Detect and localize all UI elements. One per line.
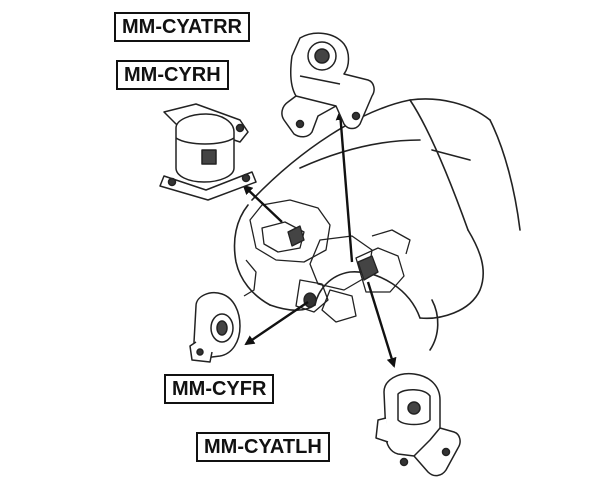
part-label-mm-cyrh: MM-CYRH xyxy=(116,60,229,90)
part-label-mm-cyfr: MM-CYFR xyxy=(164,374,275,404)
arrow-to-cyatlh xyxy=(366,281,397,368)
arrow-to-cyrh xyxy=(242,184,283,223)
arrow-to-cyfr xyxy=(244,301,309,346)
car-body-outline xyxy=(233,98,521,351)
part-label-mm-cyatlh: MM-CYATLH xyxy=(196,432,330,462)
part-label-mm-cyatrr: MM-CYATRR xyxy=(114,12,250,42)
pointer-arrows xyxy=(242,110,397,368)
mount-part-lower-right xyxy=(375,372,461,477)
mount-part-front xyxy=(189,292,241,363)
arrow-to-cyatrr xyxy=(335,110,354,263)
mount-part-upper-left xyxy=(159,103,257,201)
mount-part-top-right xyxy=(281,32,375,138)
